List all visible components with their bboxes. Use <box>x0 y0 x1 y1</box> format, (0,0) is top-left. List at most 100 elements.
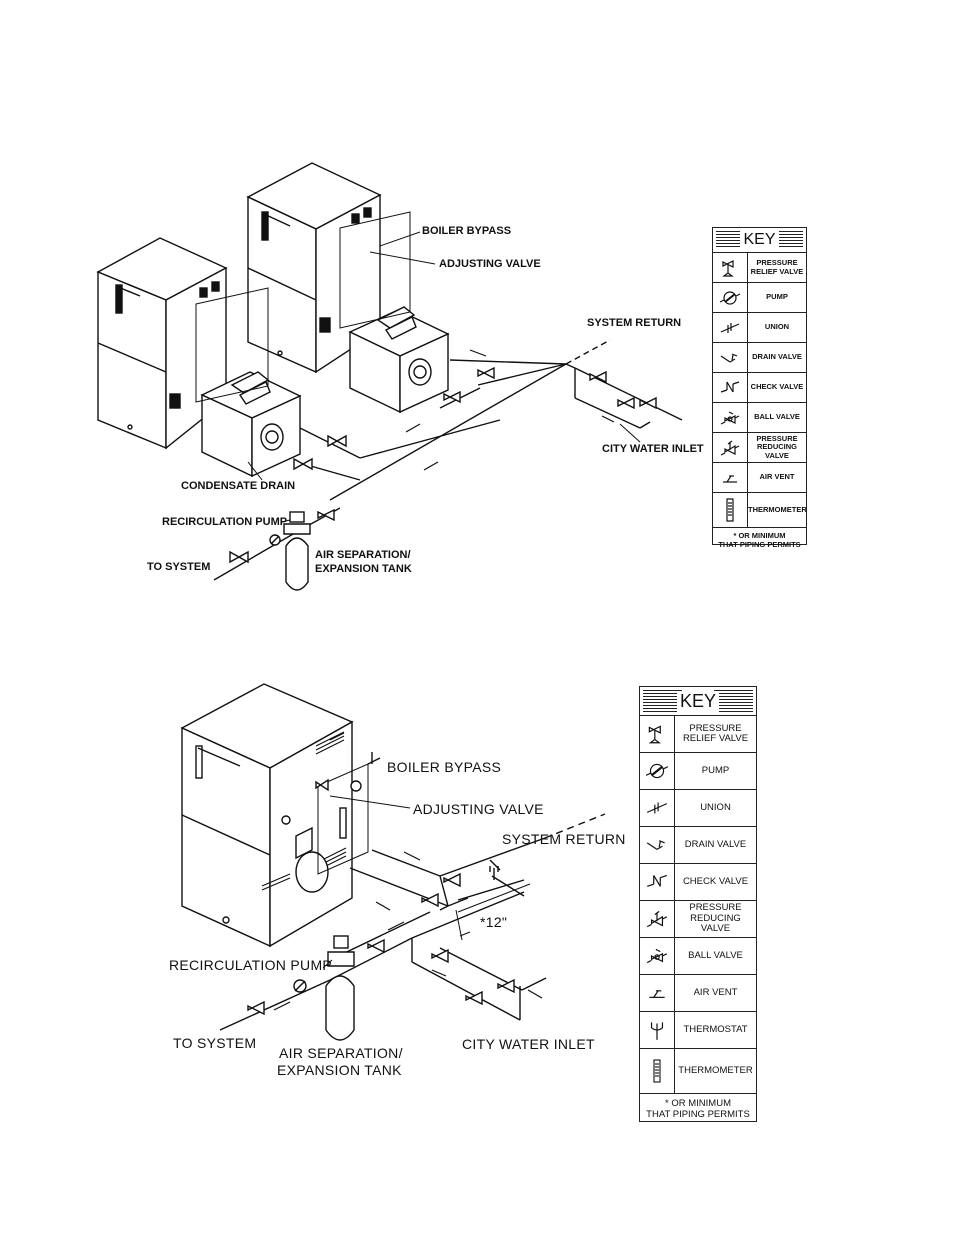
bottom-key-label: CHECK VALVE <box>682 875 749 887</box>
top-key-label: BALL VALVE <box>754 412 800 422</box>
top-key-label: CHECK VALVE <box>750 382 804 392</box>
pressure-reducing-valve-icon <box>640 901 675 937</box>
bottom-key-label: PUMP <box>701 764 730 776</box>
bottom-key-label: PRESSURE <box>689 902 742 914</box>
top-key-row-ball-valve: BALL VALVE <box>713 403 806 433</box>
bottom-label-to-system: TO SYSTEM <box>173 1035 257 1051</box>
top-key-title: KEY <box>740 231 779 249</box>
top-key-label: UNION <box>764 322 790 332</box>
thermometer-icon <box>713 493 748 527</box>
bottom-label-expansion-tank: EXPANSION TANK <box>277 1062 402 1078</box>
bottom-label-system-return: SYSTEM RETURN <box>502 831 626 847</box>
top-key-label: THERMOMETER <box>748 504 807 514</box>
bottom-key-label: REDUCING VALVE <box>690 912 741 935</box>
bottom-key-title: KEY <box>676 690 720 712</box>
bottom-label-recirculation-pump: RECIRCULATION PUMP <box>169 957 333 973</box>
top-key-label: PUMP <box>766 292 788 302</box>
pump-icon <box>713 283 748 312</box>
union-icon <box>640 790 675 826</box>
top-valves <box>229 366 657 564</box>
bottom-key-label: AIR VENT <box>693 986 738 998</box>
top-label-boiler-bypass: BOILER BYPASS <box>422 225 512 237</box>
bottom-boiler <box>180 683 354 948</box>
bottom-label-adjusting-valve: ADJUSTING VALVE <box>413 801 544 817</box>
bottom-key-label: PRESSURE <box>689 722 742 734</box>
bottom-key-note-line: * OR MINIMUM <box>665 1098 731 1109</box>
check-valve-icon <box>713 373 748 402</box>
bottom-key-label: BALL VALVE <box>688 949 743 961</box>
top-key-row-check-valve: CHECK VALVE <box>713 373 806 403</box>
top-flow-arrows <box>405 349 615 471</box>
top-key-note-line: * OR MINIMUM <box>733 531 786 540</box>
bottom-label-city-water-inlet: CITY WATER INLET <box>462 1036 595 1052</box>
bottom-key-row-thermometer: THERMOMETER <box>640 1049 756 1094</box>
bottom-key-header: KEY <box>640 687 756 716</box>
top-label-system-return: SYSTEM RETURN <box>587 317 682 329</box>
top-key-label: PRESSURE <box>756 258 798 268</box>
air-vent-icon <box>713 463 748 492</box>
bottom-key-note: * OR MINIMUM THAT PIPING PERMITS <box>640 1094 756 1121</box>
bottom-key-row-ball-valve: BALL VALVE <box>640 938 756 975</box>
thermostat-icon <box>640 1012 675 1048</box>
bottom-key-row-pump: PUMP <box>640 753 756 790</box>
top-key-note-line: THAT PIPING PERMITS <box>718 539 801 549</box>
thermometer-icon <box>640 1049 675 1093</box>
bottom-key-row-check-valve: CHECK VALVE <box>640 864 756 901</box>
top-key-label: DRAIN VALVE <box>752 352 802 362</box>
top-label-city-water-inlet: CITY WATER INLET <box>602 443 704 455</box>
top-key-label: REDUCING VALVE <box>756 442 797 460</box>
bottom-key-row-drain-valve: DRAIN VALVE <box>640 827 756 864</box>
top-key-row-air-vent: AIR VENT <box>713 463 806 493</box>
pressure-relief-valve-icon <box>713 253 748 282</box>
bottom-valves-on-boiler <box>281 778 362 860</box>
bottom-leaders <box>322 795 411 969</box>
top-key-note: * OR MINIMUM THAT PIPING PERMITS <box>713 528 806 549</box>
bottom-key-label: UNION <box>700 801 731 813</box>
bottom-key-row-union: UNION <box>640 790 756 827</box>
bottom-label-boiler-bypass: BOILER BYPASS <box>387 759 502 775</box>
bottom-key-note-line: THAT PIPING PERMITS <box>646 1108 750 1120</box>
bottom-key-label: THERMOMETER <box>678 1064 753 1076</box>
top-key-header: KEY <box>713 228 806 253</box>
check-valve-icon <box>640 864 675 900</box>
top-condensate-box-left <box>200 371 302 478</box>
top-key-row-pump: PUMP <box>713 283 806 313</box>
union-icon <box>713 313 748 342</box>
top-key-label: PRESSURE <box>756 434 798 444</box>
top-label-air-separation: AIR SEPARATION/ <box>315 549 411 561</box>
top-key-row-drain-valve: DRAIN VALVE <box>713 343 806 373</box>
top-label-to-system: TO SYSTEM <box>147 561 211 573</box>
top-key-row-union: UNION <box>713 313 806 343</box>
bottom-key-label: THERMOSTAT <box>683 1023 748 1035</box>
top-label-expansion-tank: EXPANSION TANK <box>315 563 412 575</box>
pressure-relief-valve-icon <box>640 716 675 752</box>
pump-icon <box>640 753 675 789</box>
ball-valve-icon <box>640 938 675 974</box>
bottom-expansion-tank <box>325 935 355 1041</box>
top-label-recirculation-pump: RECIRCULATION PUMP <box>162 516 288 528</box>
top-expansion-tank <box>283 511 311 591</box>
ball-valve-icon <box>713 403 748 432</box>
air-vent-icon <box>640 975 675 1011</box>
bottom-valves <box>247 872 515 1016</box>
drain-valve-icon <box>640 827 675 863</box>
top-leaders <box>247 231 641 523</box>
bottom-key-label: DRAIN VALVE <box>684 838 747 850</box>
bottom-flow-arrows <box>273 851 543 1011</box>
drain-valve-icon <box>713 343 748 372</box>
bottom-piping <box>219 813 606 1031</box>
top-condensate-box-right <box>348 306 450 414</box>
bottom-key-row-air-vent: AIR VENT <box>640 975 756 1012</box>
top-key-row-thermometer: THERMOMETER <box>713 493 807 528</box>
bottom-key-row-thermostat: THERMOSTAT <box>640 1012 756 1049</box>
top-key-label: AIR VENT <box>759 472 795 482</box>
bottom-key-label: RELIEF VALVE <box>682 733 749 744</box>
